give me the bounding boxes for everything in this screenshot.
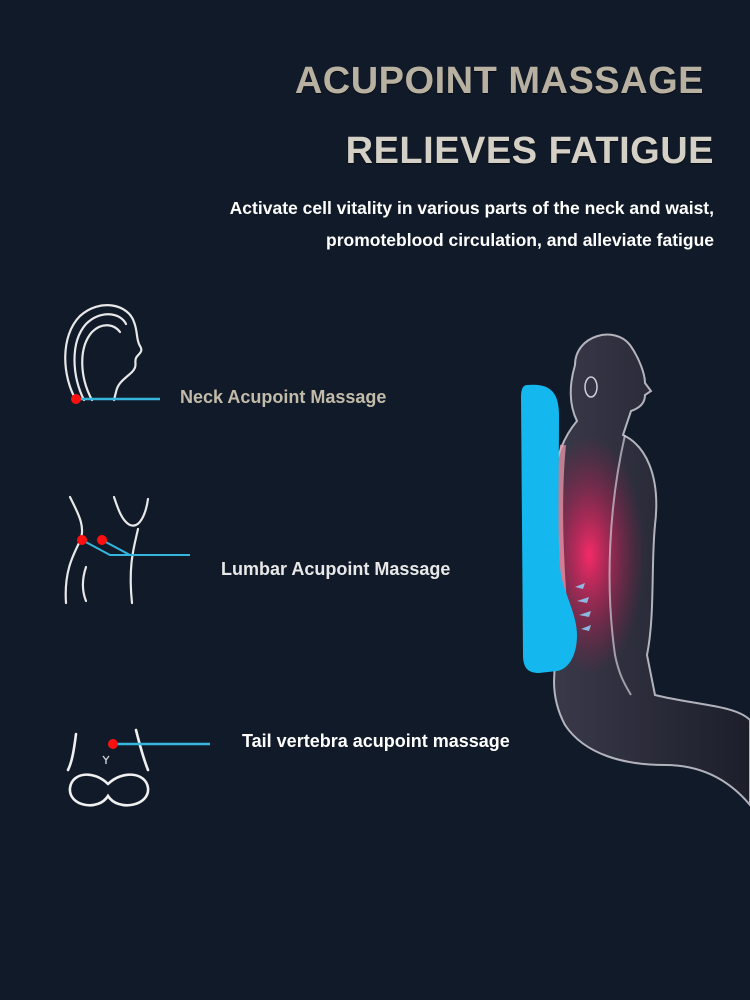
subtitle-line-2: promoteblood circulation, and alleviate … <box>326 230 714 250</box>
page-title-line-2: RELIEVES FATIGUE <box>345 130 714 172</box>
subtitle-line-1: Activate cell vitality in various parts … <box>229 198 714 218</box>
buttocks-outline-icon <box>58 716 213 816</box>
page-title-line-1: ACUPOINT MASSAGE <box>294 60 704 102</box>
feature-label-tail: Tail vertebra acupoint massage <box>242 731 510 751</box>
seated-body-illustration <box>505 325 750 850</box>
waist-outline-icon <box>58 495 193 610</box>
feature-label-neck: Neck Acupoint Massage <box>180 387 387 407</box>
head-profile-icon <box>56 296 166 411</box>
feature-label-lumbar: Lumbar Acupoint Massage <box>221 559 451 579</box>
